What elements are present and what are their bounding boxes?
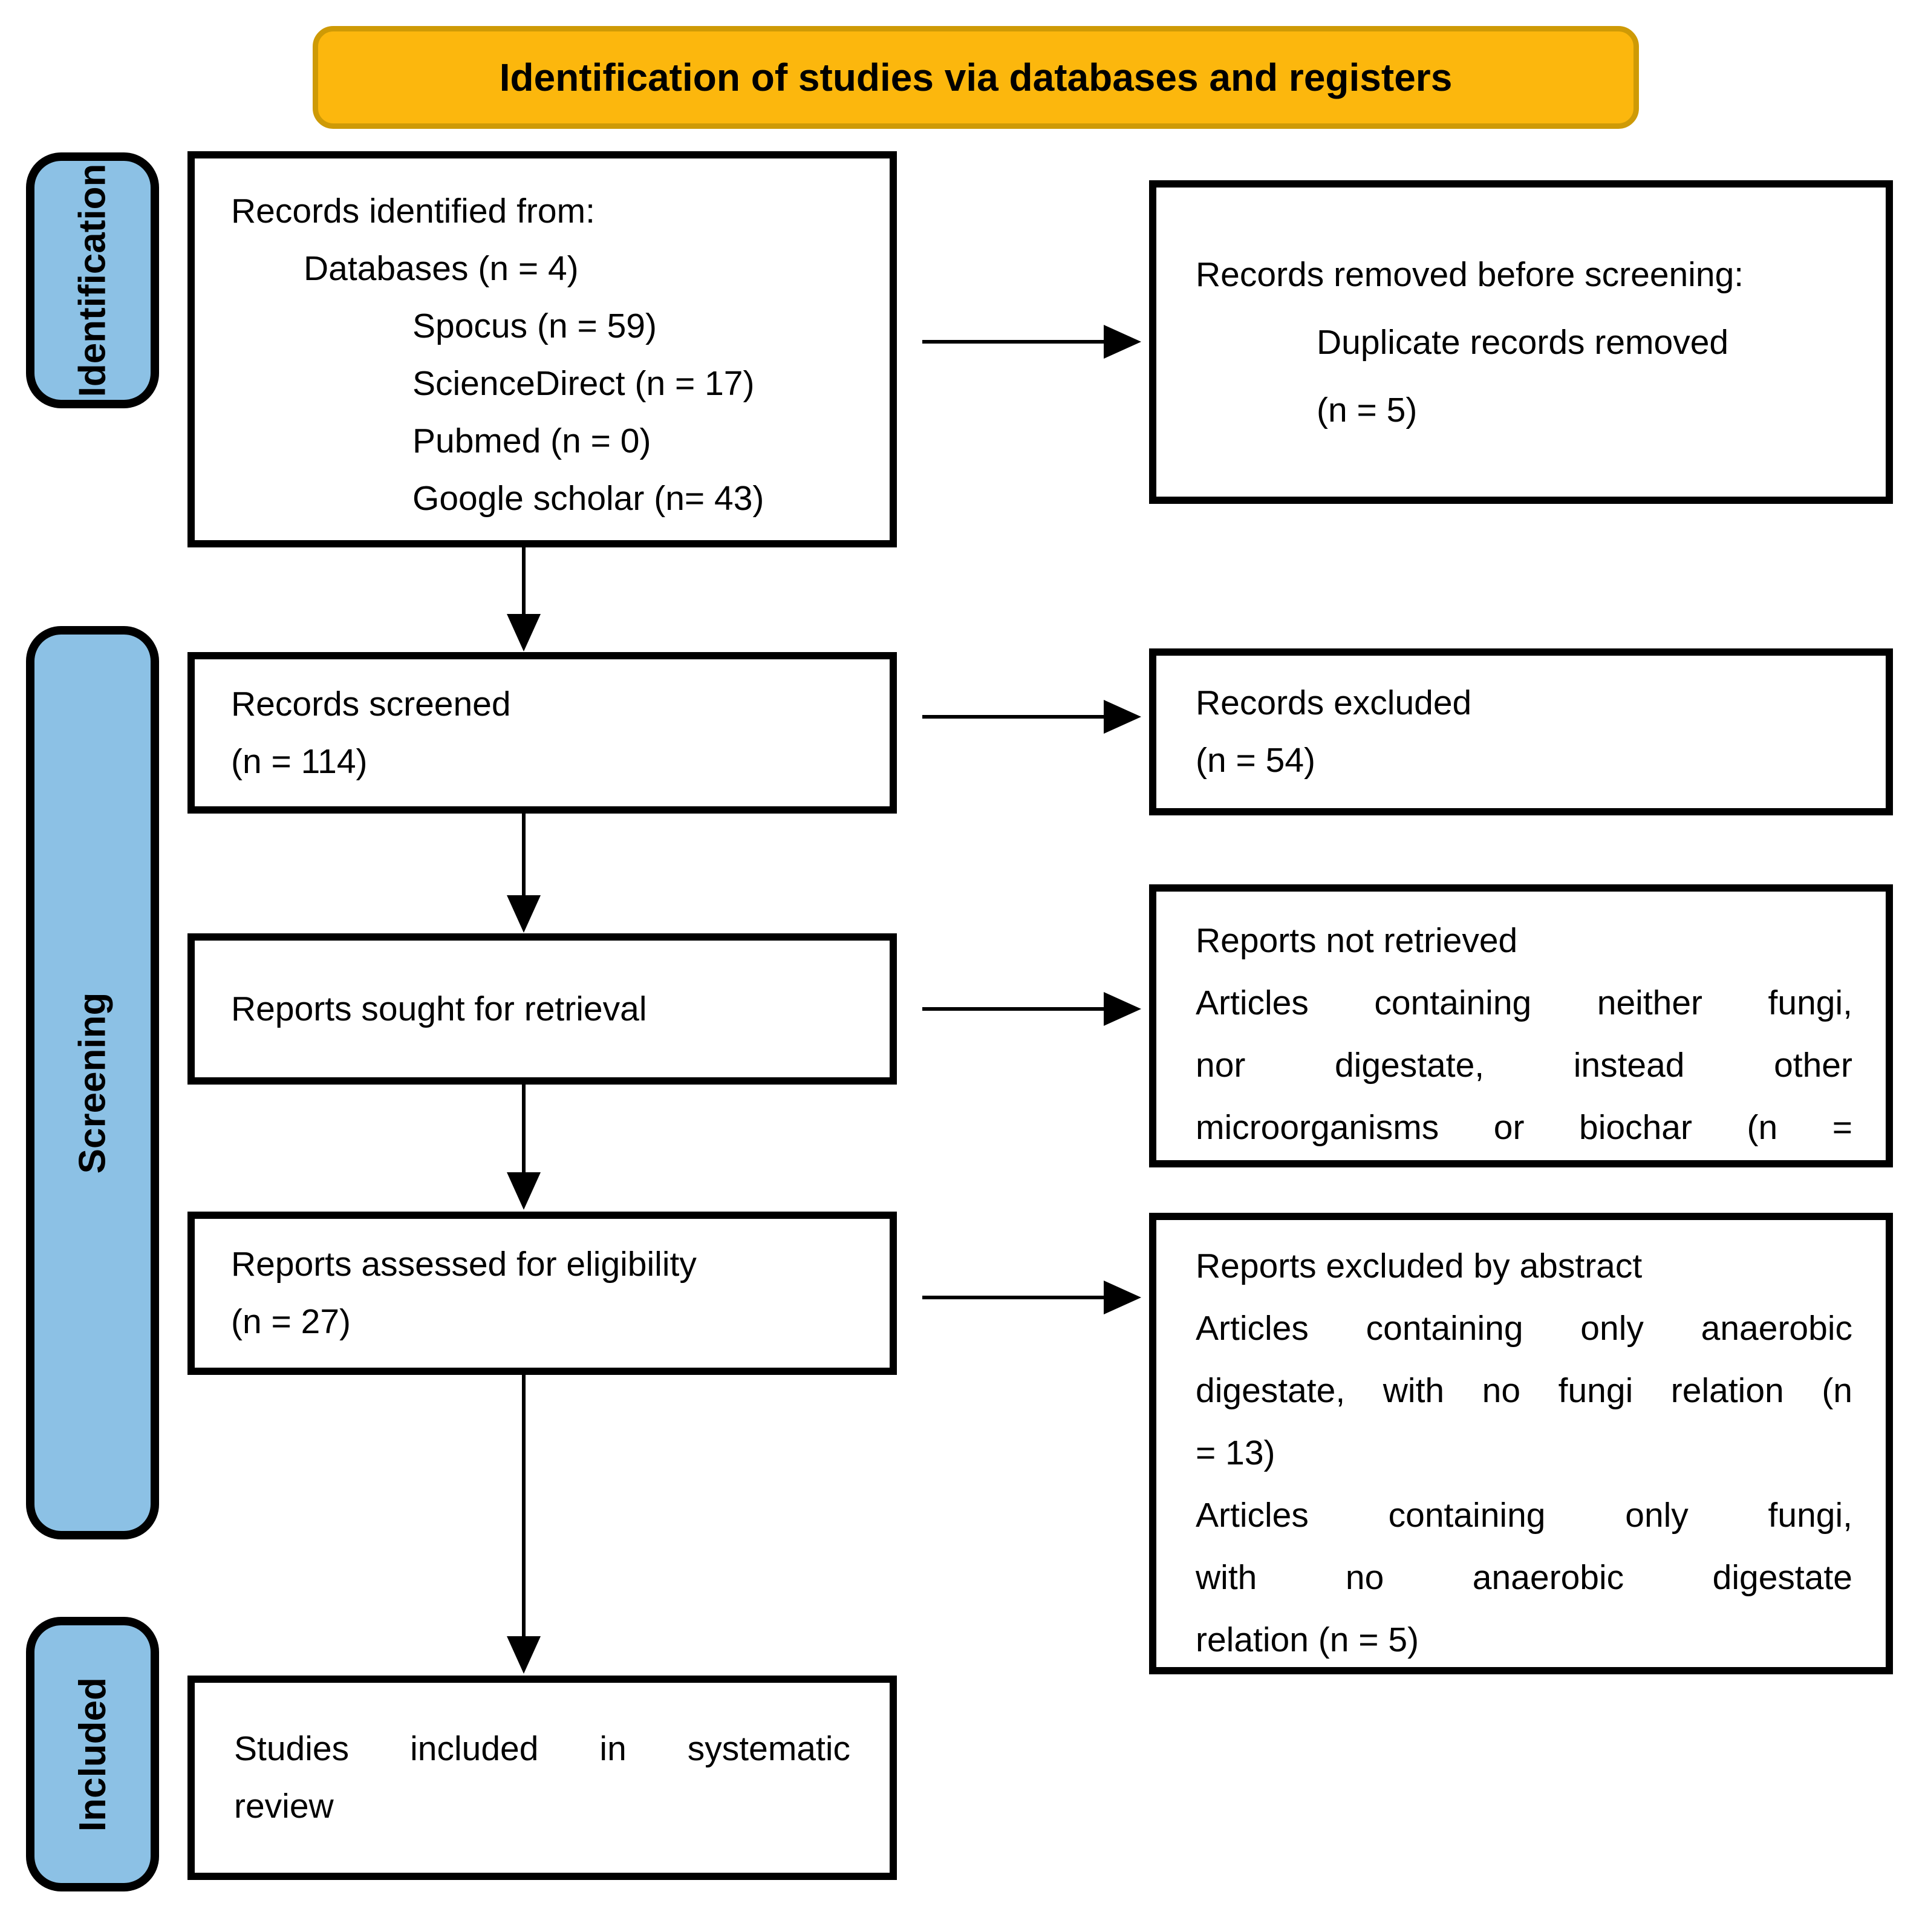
stage-label-identification-text: Identification xyxy=(71,163,114,397)
box-records-removed: Records removed before screening: Duplic… xyxy=(1149,180,1893,504)
text-line: with no anaerobic digestate xyxy=(1196,1558,1852,1597)
text-line: ScienceDirect (n = 17) xyxy=(412,364,755,403)
arrow-identified-to-removed-line xyxy=(922,340,1104,344)
arrow-assessed-to-excluded-abstract-head xyxy=(1104,1281,1141,1314)
arrow-sought-to-not-retrieved-head xyxy=(1104,992,1141,1026)
text-line: Articles containing only fungi, xyxy=(1196,1496,1852,1535)
text-line: digestate, with no fungi relation (n xyxy=(1196,1371,1852,1410)
arrow-sought-to-assessed-line xyxy=(522,1085,526,1172)
stage-label-screening-text: Screening xyxy=(71,992,114,1173)
text-line: Databases (n = 4) xyxy=(304,249,579,288)
text-line: Duplicate records removed xyxy=(1317,322,1729,362)
text-line: Records identified from: xyxy=(231,192,595,230)
arrow-identified-to-screened-head xyxy=(507,614,541,651)
box-records-screened: Records screened (n = 114) xyxy=(187,652,897,814)
text-line: Records removed before screening: xyxy=(1196,255,1744,294)
box-records-excluded: Records excluded (n = 54) xyxy=(1149,648,1893,815)
box-studies-included: Studies included in systematic review xyxy=(187,1676,897,1880)
text-line: Reports assessed for eligibility xyxy=(231,1245,697,1284)
text-line: Google scholar (n= 43) xyxy=(412,479,764,518)
arrow-sought-to-assessed-head xyxy=(507,1172,541,1210)
arrow-screened-to-excluded-line xyxy=(922,715,1104,719)
arrow-assessed-to-excluded-abstract-line xyxy=(922,1296,1104,1299)
text-line: relation (n = 5) xyxy=(1196,1620,1419,1659)
box-reports-not-retrieved: Reports not retrieved Articles containin… xyxy=(1149,884,1893,1167)
text-line: (n = 114) xyxy=(231,742,368,781)
stage-label-screening: Screening xyxy=(26,626,159,1539)
banner: Identification of studies via databases … xyxy=(313,26,1639,129)
box-reports-sought: Reports sought for retrieval xyxy=(187,933,897,1085)
text-line: = 13) xyxy=(1196,1434,1275,1472)
text-line: Studies included in systematic xyxy=(234,1729,850,1768)
arrow-screened-to-sought-line xyxy=(522,814,526,895)
arrow-assessed-to-included-head xyxy=(507,1636,541,1674)
stage-label-included: Included xyxy=(26,1617,159,1891)
arrow-sought-to-not-retrieved-line xyxy=(922,1007,1104,1011)
text-line: review xyxy=(234,1787,334,1826)
text-line: (n = 5) xyxy=(1317,390,1418,429)
text-line: Reports sought for retrieval xyxy=(231,989,647,1028)
text-line: Records screened xyxy=(231,684,511,723)
text-line: nor digestate, instead other xyxy=(1196,1046,1852,1085)
text-line: Reports excluded by abstract xyxy=(1196,1247,1643,1285)
text-line: Articles containing neither fungi, xyxy=(1196,984,1852,1022)
text-line: (n = 54) xyxy=(1196,741,1316,780)
text-line: Pubmed (n = 0) xyxy=(412,422,651,460)
arrow-screened-to-sought-head xyxy=(507,895,541,933)
arrow-assessed-to-included-line xyxy=(522,1375,526,1636)
text-line: (n = 27) xyxy=(231,1302,351,1341)
arrow-screened-to-excluded-head xyxy=(1104,700,1141,734)
stage-label-included-text: Included xyxy=(71,1677,114,1832)
stage-label-identification: Identification xyxy=(26,152,159,408)
arrow-identified-to-screened-line xyxy=(522,547,526,614)
box-reports-assessed: Reports assessed for eligibility (n = 27… xyxy=(187,1212,897,1375)
text-line: Records excluded xyxy=(1196,684,1472,722)
box-reports-excluded-abstract: Reports excluded by abstract Articles co… xyxy=(1149,1213,1893,1674)
banner-title: Identification of studies via databases … xyxy=(499,56,1453,99)
text-line: Articles containing only anaerobic xyxy=(1196,1309,1852,1348)
arrow-identified-to-removed-head xyxy=(1104,325,1141,359)
text-line: Reports not retrieved xyxy=(1196,921,1518,960)
text-line: microorganisms or biochar (n = xyxy=(1196,1108,1852,1147)
box-records-identified: Records identified from: Databases (n = … xyxy=(187,151,897,547)
text-line: Spocus (n = 59) xyxy=(412,307,657,345)
